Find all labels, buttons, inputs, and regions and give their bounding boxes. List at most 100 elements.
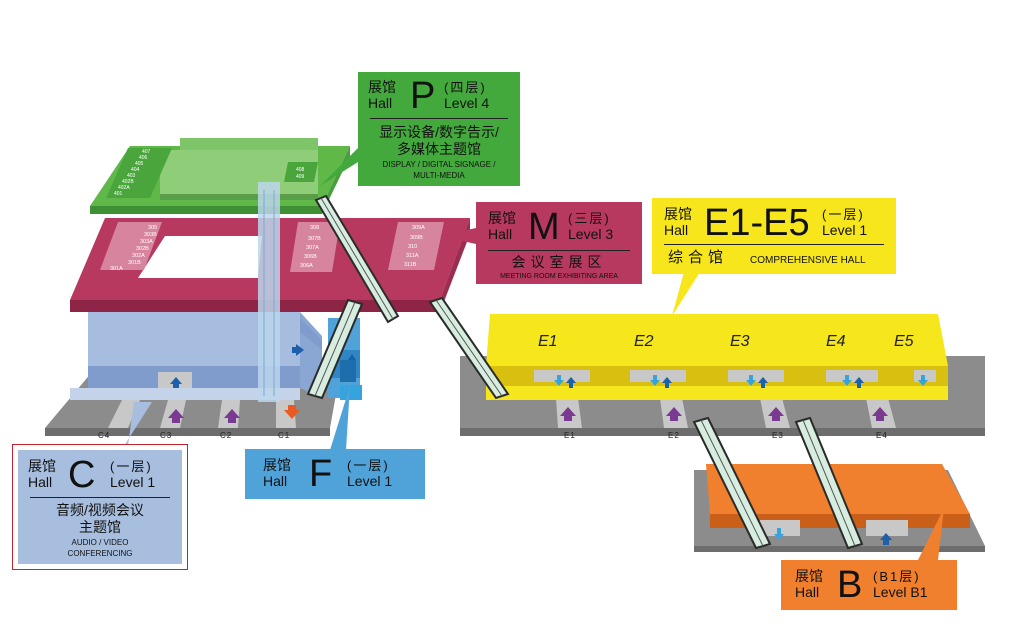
up-arrow-icon: [566, 377, 576, 388]
room-label: 303A: [140, 239, 153, 245]
up-arrow-icon: [768, 407, 784, 421]
divider: [488, 250, 630, 251]
room-label: 402A: [118, 185, 130, 191]
entrance-labels-c: C4 C3 C2 C1: [98, 431, 290, 440]
room-label: 308: [310, 225, 319, 231]
desc-cn-2: 多媒体主题馆: [397, 141, 481, 157]
arrow-icons: [168, 344, 928, 545]
up-arrow-icon: [758, 377, 768, 388]
hall-en: Hall: [263, 473, 288, 489]
hall-c-label[interactable]: 展馆 Hall C (一层) Level 1 音频/视频会议 主题馆 AUDIO…: [12, 444, 188, 570]
hall-en: Hall: [795, 584, 820, 600]
down-arrow-icon: [284, 405, 300, 419]
level-en: Level 3: [568, 226, 614, 242]
room-label: 407: [142, 149, 151, 155]
entrance-labels-e: E1 E2 E3 E4: [564, 431, 887, 440]
callout-pointers: [124, 148, 944, 560]
hall-zh: 展馆: [28, 458, 56, 474]
hall-zh: 展馆: [263, 457, 291, 473]
room-label: 402B: [122, 179, 134, 185]
room-label: 306B: [304, 254, 317, 260]
desc-en-2: CONFERENCING: [67, 549, 133, 558]
entrance-c4-label: C4: [98, 431, 110, 440]
level-en: Level B1: [873, 584, 928, 600]
desc-en-2: MULTI-MEDIA: [413, 171, 465, 180]
up-arrow-icon: [560, 407, 576, 421]
desc-en-1: DISPLAY / DIGITAL SIGNAGE /: [382, 160, 496, 169]
zone-e2-label: E2: [634, 333, 654, 350]
room-label: 311A: [406, 253, 419, 259]
desc-cn-1: 显示设备/数字告示/: [379, 124, 499, 140]
desc-cn-1: 音频/视频会议: [56, 502, 144, 518]
entrance-e2-label: E2: [668, 431, 680, 440]
e-zone-labels: E1 E2 E3 E4 E5: [538, 333, 914, 350]
room-label: 404: [131, 167, 140, 173]
hall-f-label[interactable]: 展馆 Hall F (一层) Level 1: [245, 449, 425, 499]
hall-letter: P: [410, 75, 436, 117]
up-arrow-icon: [880, 533, 892, 545]
hall-m-label[interactable]: 展馆 Hall M (三层) Level 3 会议室展区 MEETING ROO…: [476, 202, 642, 284]
hall-b-label[interactable]: 展馆 Hall B (B1层) Level B1: [781, 560, 957, 610]
room-label: 305: [148, 225, 157, 231]
divider: [30, 497, 170, 498]
escalator-e3-to-b: [794, 416, 864, 550]
zone-e5-label: E5: [894, 333, 914, 350]
hall-letter: E1-E5: [704, 202, 810, 244]
m-room-labels-right: 309A 309B 310 311A 311B: [404, 225, 425, 268]
room-label: 303B: [144, 232, 157, 238]
room-label: 310: [408, 244, 417, 250]
hall-zh: 展馆: [488, 210, 516, 226]
up-arrow-icon: [170, 377, 182, 388]
desc-cn-2: 主题馆: [79, 519, 121, 535]
room-label: 307A: [306, 245, 319, 251]
hall-letter: F: [309, 453, 333, 495]
up-arrow-icon: [168, 409, 184, 423]
room-label: 309A: [412, 225, 425, 231]
entrance-c2-label: C2: [220, 431, 232, 440]
room-label: 403: [127, 173, 136, 179]
room-label: 302B: [136, 246, 149, 252]
room-label: 302A: [132, 253, 145, 259]
desc-en-1: AUDIO / VIDEO: [71, 538, 129, 547]
down-arrow-icon: [842, 375, 852, 386]
level-zh: (B1层): [873, 569, 921, 584]
room-label: 405: [135, 161, 144, 167]
entrance-c3-label: C3: [160, 431, 172, 440]
hall-zh: 展馆: [368, 79, 396, 95]
desc-en: MEETING ROOM EXHIBITING AREA: [500, 273, 618, 280]
divider: [370, 118, 508, 119]
room-label: 408: [296, 167, 305, 173]
up-arrow-icon: [662, 377, 672, 388]
entrance-e1-label: E1: [564, 431, 576, 440]
level-en: Level 1: [110, 474, 156, 490]
hall-p-label[interactable]: 展馆 Hall P (四层) Level 4 显示设备/数字告示/ 多媒体主题馆…: [358, 72, 520, 186]
down-arrow-icon: [554, 375, 564, 386]
hall-letter: M: [528, 206, 560, 248]
level-en: Level 1: [347, 473, 393, 489]
room-label: 311B: [404, 262, 417, 268]
entrance-c1-label: C1: [278, 431, 290, 440]
m-room-labels-center: 308 307B 307A 306B 306A: [300, 225, 321, 269]
room-label: 309B: [410, 235, 423, 241]
up-arrow-icon: [872, 407, 888, 421]
hall-en: Hall: [488, 226, 513, 242]
hall-zh: 展馆: [664, 206, 692, 222]
hall-zh: 展馆: [795, 568, 823, 584]
room-label: 401: [114, 191, 123, 197]
up-arrow-icon: [224, 409, 240, 423]
room-label: 306A: [300, 263, 313, 269]
zone-e1-label: E1: [538, 333, 558, 350]
down-arrow-icon: [650, 375, 660, 386]
hall-e-block[interactable]: [486, 314, 948, 400]
room-label: 406: [139, 155, 148, 161]
hall-letter: B: [837, 564, 863, 606]
hall-e-label[interactable]: 展馆 Hall E1-E5 (一层) Level 1 综合馆 COMPREHEN…: [652, 198, 896, 274]
hall-c-block[interactable]: [70, 312, 322, 400]
m-room-labels-left: 305 303B 303A 302B 302A 301B 301A: [110, 225, 157, 272]
elevator-shaft: [258, 182, 280, 402]
up-arrow-icon: [854, 377, 864, 388]
zone-e4-label: E4: [826, 333, 846, 350]
level-zh: (一层): [822, 207, 865, 222]
zone-e3-label: E3: [730, 333, 750, 350]
